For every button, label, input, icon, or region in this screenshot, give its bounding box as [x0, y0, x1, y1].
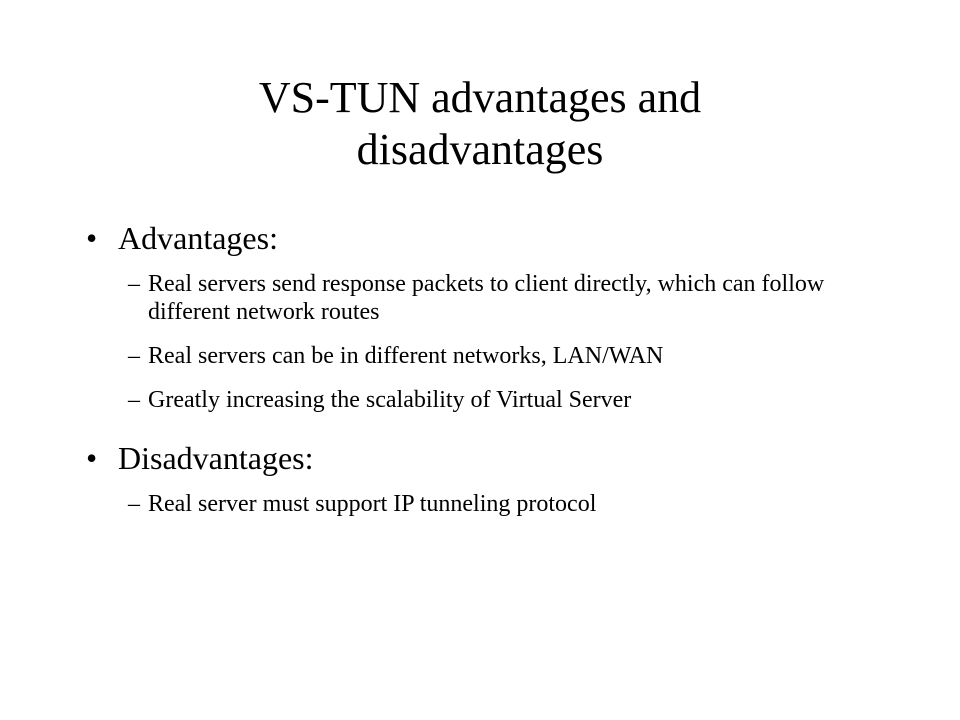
slide-content: • Advantages: – Real servers send respon…	[86, 216, 886, 540]
dash-marker: –	[128, 491, 140, 517]
advantage-item-text: Real servers can be in different network…	[148, 343, 664, 369]
disadvantages-list: – Real server must support IP tunneling …	[86, 490, 886, 518]
bullet-heading-disadvantages: Disadvantages:	[118, 440, 314, 476]
bullet-heading-advantages: Advantages:	[118, 220, 278, 256]
slide-title-line-1: VS-TUN advantages and	[258, 73, 702, 122]
bullet-dot: •	[86, 440, 98, 476]
dash-marker: –	[128, 271, 140, 297]
slide-title-line-2: disadvantages	[356, 125, 604, 174]
disadvantage-item-text: Real server must support IP tunneling pr…	[148, 491, 597, 517]
bullet-disadvantages: • Disadvantages:	[86, 436, 886, 480]
advantage-item-text: Greatly increasing the scalability of Vi…	[148, 387, 632, 413]
advantages-list: – Real servers send response packets to …	[86, 270, 886, 414]
dash-marker: –	[128, 343, 140, 369]
advantage-item: – Real servers send response packets to …	[86, 270, 886, 326]
bullet-advantages: • Advantages:	[86, 216, 886, 260]
advantage-item-text: Real servers send response packets to cl…	[148, 271, 825, 325]
advantage-item: – Real servers can be in different netwo…	[86, 342, 886, 370]
advantage-item: – Greatly increasing the scalability of …	[86, 386, 886, 414]
bullet-dot: •	[86, 220, 98, 256]
slide-title: VS-TUN advantages and disadvantages	[80, 72, 880, 176]
dash-marker: –	[128, 387, 140, 413]
disadvantage-item: – Real server must support IP tunneling …	[86, 490, 886, 518]
